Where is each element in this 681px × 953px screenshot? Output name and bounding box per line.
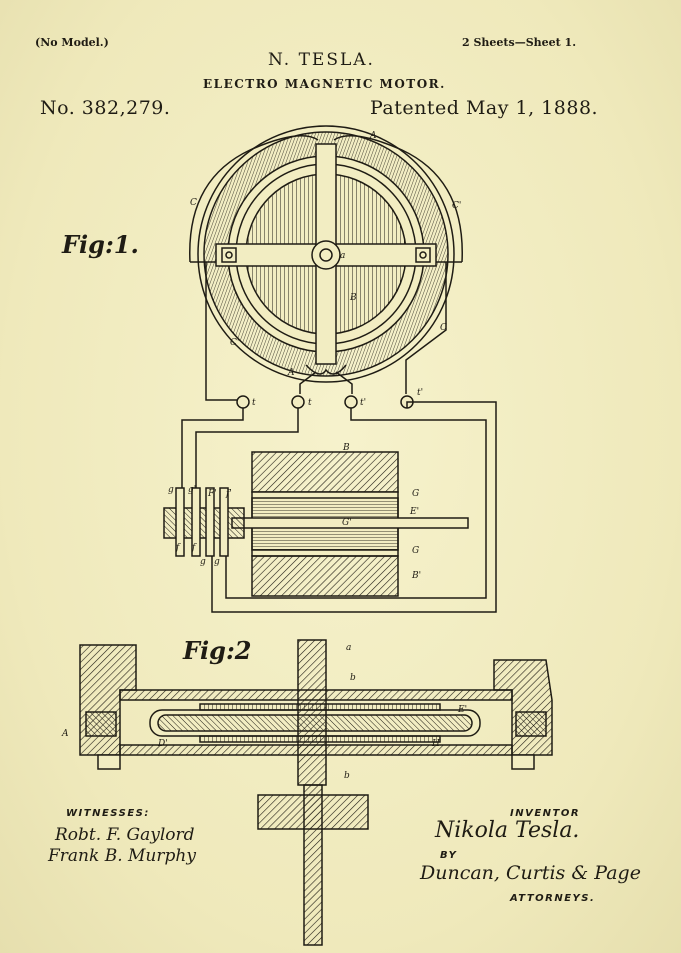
fig1-label-G-prime: G'	[342, 518, 352, 528]
attorneys-label: ATTORNEYS.	[510, 893, 596, 904]
patent-title: ELECTRO MAGNETIC MOTOR.	[203, 77, 446, 91]
patented-date: Patented May 1, 1888.	[370, 97, 599, 119]
fig1-label-A-bottom: A	[287, 368, 295, 378]
fig1-label-A-top: A	[369, 131, 377, 141]
fig2-label-H: H	[431, 739, 440, 749]
fig1-label-g3: g	[200, 557, 206, 567]
fig1-label-C-right: C'	[452, 201, 461, 211]
no-model-note: (No Model.)	[35, 36, 109, 49]
fig2-label-a: a	[346, 643, 351, 653]
fig1-label-E: E'	[409, 507, 419, 517]
fig2-label-E: E'	[457, 705, 467, 715]
witness-signature-2: Frank B. Murphy	[48, 846, 196, 866]
fig2-label: Fig:2	[183, 636, 252, 665]
fig1-label-G1: G	[412, 489, 419, 499]
fig1-label-g4: g	[214, 557, 220, 567]
fig2-label-D: D'	[157, 739, 168, 749]
fig1-label-B-upper: B	[342, 443, 350, 453]
fig1-label-B-center: B	[349, 293, 357, 303]
fig1-label-f4: f	[191, 543, 197, 553]
fig2-label-A: A	[61, 729, 69, 739]
fig1-label-f2: f'	[225, 489, 232, 499]
fig1-armature	[163, 451, 469, 597]
fig1-label-g2: g'	[188, 485, 196, 495]
sheets-note: 2 Sheets—Sheet 1.	[462, 36, 577, 49]
fig2-label-b-bottom: b	[344, 771, 350, 781]
fig1-label-a: a	[340, 251, 345, 261]
fig1-label-C-lower-left: C'	[230, 338, 239, 348]
fig1-label-f3: f	[175, 543, 181, 553]
fig1-label-C-left: C	[190, 198, 197, 208]
patent-number: No. 382,279.	[40, 97, 171, 119]
fig1-label-t1: t	[252, 398, 256, 408]
witnesses-label: WITNESSES:	[66, 808, 150, 819]
fig1-label-t2: t	[308, 398, 312, 408]
attorneys-signature: Duncan, Curtis & Page	[420, 862, 641, 884]
fig1-label-f1: F'	[207, 489, 217, 499]
by-label: BY	[440, 850, 458, 861]
fig2-label-b-top: b	[350, 673, 356, 683]
fig1-label-B-prime: B'	[411, 571, 421, 581]
fig1-label-g1: g	[168, 485, 174, 495]
inventor-label: INVENTOR	[510, 808, 581, 819]
inventor-name-heading: N. TESLA.	[268, 50, 375, 70]
inventor-signature: Nikola Tesla.	[435, 818, 580, 843]
fig1-label-G2: G	[412, 546, 419, 556]
fig1-label-t3: t'	[360, 398, 366, 408]
fig1-wiring	[181, 262, 497, 613]
fig1-label: Fig:1.	[62, 230, 139, 259]
witness-signature-1: Robt. F. Gaylord	[55, 825, 195, 845]
fig2-cross-section	[79, 639, 553, 946]
fig1-ring-motor	[189, 125, 463, 383]
fig1-label-t4: t'	[417, 388, 423, 398]
fig1-label-C-lower-right: C	[440, 323, 447, 333]
